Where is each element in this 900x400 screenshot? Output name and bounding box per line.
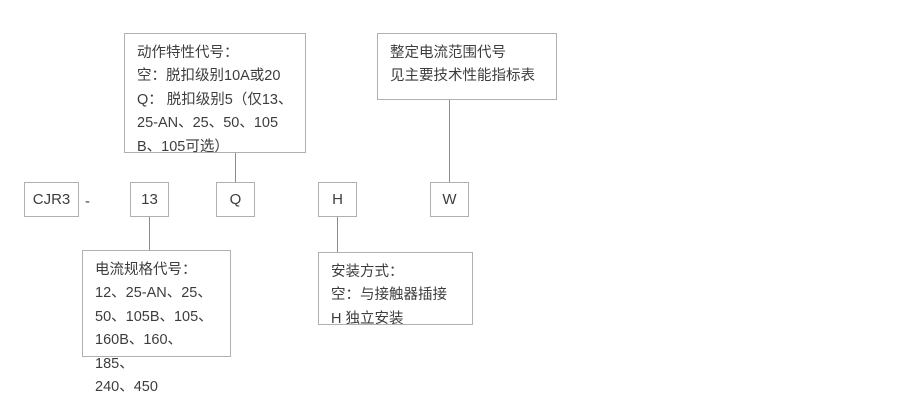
connector-mounting-to-callout: [337, 217, 338, 252]
code-segment-mounting[interactable]: H: [318, 182, 357, 217]
code-segment-series[interactable]: CJR3: [24, 182, 79, 217]
code-separator-hyphen: -: [85, 193, 90, 210]
connector-trip-characteristic-to-q: [235, 153, 236, 182]
callout-trip-characteristic: 动作特性代号： 空：脱扣级别10A或20 Q： 脱扣级别5（仅13、 25-AN…: [124, 33, 306, 155]
code-segment-current-rating[interactable]: 13: [130, 182, 169, 217]
code-segment-current-range[interactable]: W: [430, 182, 469, 217]
callout-mounting: 安装方式： 空：与接触器插接 H 独立安装: [318, 252, 473, 327]
code-segment-trip-characteristic[interactable]: Q: [216, 182, 255, 217]
callout-current-rating: 电流规格代号： 12、25-AN、25、 50、105B、105、 160B、1…: [82, 250, 231, 395]
connector-current-rating-to-callout: [149, 217, 150, 250]
connector-current-range-to-w: [449, 100, 450, 182]
callout-current-range: 整定电流范围代号 见主要技术性能指标表: [377, 33, 557, 100]
